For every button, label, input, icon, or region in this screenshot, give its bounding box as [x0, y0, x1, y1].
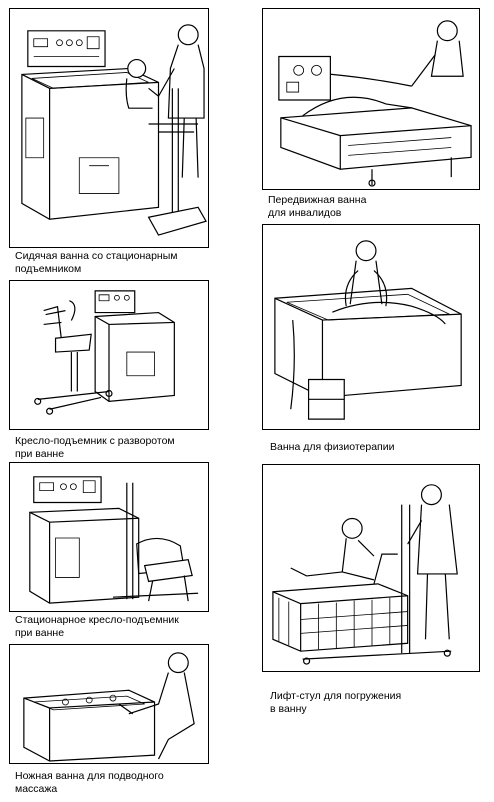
caption-mobile-bath: Передвижная ванна для инвалидов — [268, 194, 367, 219]
figure-mobile-bath — [262, 8, 480, 190]
caption-sitting-bath: Сидячая ванна со стационарным подъемнико… — [15, 250, 178, 275]
caption-fixed-lift-chair: Стационарное кресло-подъемник при ванне — [15, 614, 179, 639]
figure-sitting-bath — [9, 8, 209, 248]
figure-fixed-lift-chair — [9, 462, 209, 612]
figure-lift-stool — [262, 464, 480, 672]
caption-foot-bath: Ножная ванна для подводного массажа — [15, 770, 164, 795]
caption-physio-bath: Ванна для физиотерапии — [270, 441, 395, 453]
bath-illustration — [10, 645, 208, 763]
caption-swivel-lift-chair: Кресло-подъемник с разворотом при ванне — [15, 435, 175, 460]
lift-illustration — [10, 281, 208, 429]
figure-physio-bath — [262, 224, 480, 430]
bath-illustration — [10, 9, 208, 247]
bath-illustration — [263, 225, 479, 429]
figure-swivel-lift-chair — [9, 280, 209, 430]
stretcher-illustration — [263, 9, 479, 189]
caption-lift-stool: Лифт-стул для погружения в ванну — [270, 690, 402, 715]
chair-illustration — [10, 463, 208, 611]
figure-foot-bath — [9, 644, 209, 764]
person-illustration — [263, 465, 479, 671]
